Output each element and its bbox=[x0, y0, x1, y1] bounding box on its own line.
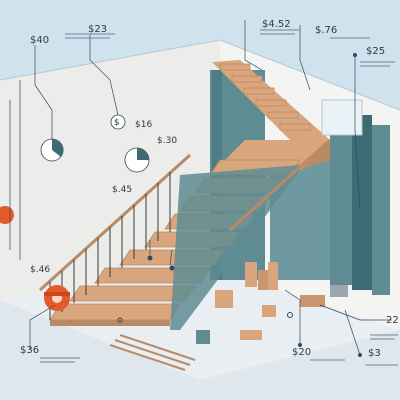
price-label-small-mid-b: $.30 bbox=[157, 136, 177, 146]
balusters bbox=[49, 172, 171, 320]
pie-chart-icon bbox=[0, 138, 150, 224]
leader-lines bbox=[9, 20, 392, 356]
floor bbox=[0, 300, 400, 400]
dollar-glyph: $ bbox=[114, 118, 120, 128]
price-label-bottom-right: $3 bbox=[368, 348, 381, 359]
price-label-small-left-a: $.46 bbox=[30, 265, 50, 275]
caption-lines bbox=[40, 29, 398, 366]
leader-dots bbox=[117, 53, 362, 357]
handrail bbox=[38, 138, 332, 292]
price-label-right-upper: $25 bbox=[366, 46, 385, 57]
window bbox=[321, 99, 363, 136]
price-label-bottom-mid: $20 bbox=[292, 347, 311, 358]
price-label-small-mid-c: $.45 bbox=[112, 185, 132, 195]
staircase bbox=[49, 60, 330, 330]
price-label-top-right-a: $4.52 bbox=[262, 19, 291, 30]
price-label-bottom-left: $36 bbox=[20, 345, 39, 356]
price-label-right-lower: 22 bbox=[386, 315, 399, 326]
price-label-small-mid-a: $16 bbox=[135, 120, 152, 130]
lumber-pile bbox=[109, 262, 348, 371]
dollar-icon: $ bbox=[110, 114, 126, 130]
price-label-top-left: $40 bbox=[30, 35, 49, 46]
tape-roll-icon bbox=[44, 285, 70, 311]
price-label-top-right-b: $.76 bbox=[315, 25, 337, 36]
price-label-top-mid: $23 bbox=[88, 24, 107, 35]
